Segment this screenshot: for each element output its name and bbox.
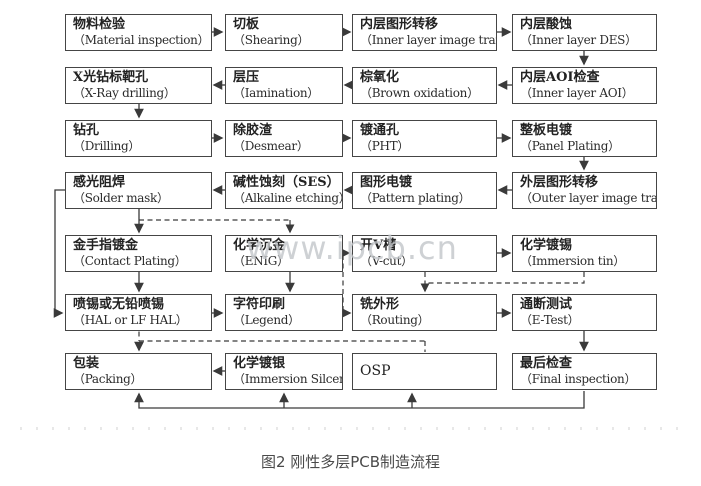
node-title-zh: 钻孔	[73, 123, 100, 138]
node-title-zh: 喷锡或无铅喷锡	[73, 297, 165, 312]
node-title-zh: 化学镀锡	[520, 238, 573, 253]
node-title-zh: 内层酸蚀	[520, 17, 573, 32]
node-title-zh: 化学沉金	[233, 238, 286, 253]
flow-node-outer-layer-image-transfer: 外层图形转移 （Outer layer image transfer）	[512, 172, 657, 209]
node-subtitle-en: （Immersion tin）	[520, 254, 625, 268]
node-subtitle-en: （Material inspection）	[73, 33, 210, 47]
flow-node-alkaline-etching: 碱性蚀刻（SES） （Alkaline etching）	[225, 172, 343, 209]
node-title-zh: 切板	[233, 17, 260, 32]
node-subtitle-en: （ENIG）	[233, 254, 289, 268]
flow-node-legend: 字符印刷 （Legend）	[225, 294, 343, 331]
node-title-zh: 图形电镀	[360, 175, 413, 190]
figure-caption: 图2 刚性多层PCB制造流程	[260, 453, 441, 471]
node-subtitle-en: （HAL or LF HAL）	[73, 313, 188, 327]
node-subtitle-en: （Iamination）	[233, 86, 320, 100]
node-title-zh: 碱性蚀刻（SES）	[233, 175, 340, 190]
flow-node-immersion-silver: 化学镀银 （Immersion Silcer）	[225, 353, 343, 390]
node-title-zh: 整板电镀	[520, 123, 573, 138]
node-subtitle-en: （Inner layer DES）	[520, 33, 637, 47]
node-title-zh: 除胶渣	[233, 123, 273, 138]
node-title-zh: OSP	[360, 362, 391, 379]
node-title-zh: 内层图形转移	[360, 17, 439, 32]
node-title-zh: 外层图形转移	[520, 175, 599, 190]
node-title-zh: 铣外形	[360, 297, 400, 312]
node-subtitle-en: （PHT）	[360, 139, 410, 153]
node-title-zh: 感光阻焊	[73, 175, 126, 190]
flow-node-pht: 镀通孔 （PHT）	[352, 120, 497, 157]
flow-node-e-test: 通断测试 （E-Test）	[512, 294, 657, 331]
flow-node-enig: 化学沉金 （ENIG）	[225, 235, 343, 272]
watermark-speckle-row	[20, 427, 680, 430]
node-subtitle-en: （Inner layer image transfer）	[360, 33, 496, 47]
node-subtitle-en: （Contact Plating）	[73, 254, 187, 268]
flow-node-final-inspection: 最后检查 （Final inspection）	[512, 353, 657, 390]
node-title-zh: 镀通孔	[360, 123, 400, 138]
node-subtitle-en: （Immersion Silcer）	[233, 372, 342, 386]
node-subtitle-en: （Shearing）	[233, 33, 310, 47]
flow-node-panel-plating: 整板电镀 （Panel Plating）	[512, 120, 657, 157]
node-subtitle-en: （V-cut）	[360, 254, 413, 268]
flow-node-inner-layer-image-transfer: 内层图形转移 （Inner layer image transfer）	[352, 14, 497, 51]
node-title-zh: X光钻标靶孔	[73, 70, 149, 85]
node-subtitle-en: （Inner layer AOI）	[520, 86, 634, 100]
flow-node-shearing: 切板 （Shearing）	[225, 14, 343, 51]
dashed-connectors	[138, 219, 585, 352]
node-title-zh: 棕氧化	[360, 70, 400, 85]
node-subtitle-en: （Drilling）	[73, 139, 141, 153]
node-subtitle-en: （Packing）	[73, 372, 143, 386]
flow-node-solder-mask: 感光阻焊 （Solder mask）	[65, 172, 212, 209]
node-title-zh: 开V槽	[360, 238, 397, 253]
flow-node-immersion-tin: 化学镀锡 （Immersion tin）	[512, 235, 657, 272]
flow-node-v-cut: 开V槽 （V-cut）	[352, 235, 497, 272]
node-title-zh: 最后检查	[520, 356, 573, 371]
node-subtitle-en: （E-Test）	[520, 313, 580, 327]
node-title-zh: 金手指镀金	[73, 238, 139, 253]
flow-node-lamination: 层压 （Iamination）	[225, 67, 343, 104]
flow-node-inner-layer-aoi: 内层AOI检查 （Inner layer AOI）	[512, 67, 657, 104]
node-title-zh: 包装	[73, 356, 100, 371]
flow-node-packing: 包装 （Packing）	[65, 353, 212, 390]
node-title-zh: 层压	[233, 70, 260, 85]
flow-node-contact-plating: 金手指镀金 （Contact Plating）	[65, 235, 212, 272]
flow-node-drilling: 钻孔 （Drilling）	[65, 120, 212, 157]
flow-node-material-inspection: 物料检验 （Material inspection）	[65, 14, 212, 51]
node-subtitle-en: （Legend）	[233, 313, 300, 327]
node-subtitle-en: （X-Ray drilling）	[73, 86, 176, 100]
flow-node-brown-oxidation: 棕氧化 （Brown oxidation）	[352, 67, 497, 104]
node-subtitle-en: （Solder mask）	[73, 191, 169, 205]
node-subtitle-en: （Outer layer image transfer）	[520, 191, 657, 205]
node-title-zh: 物料检验	[73, 17, 126, 32]
node-subtitle-en: （Brown oxidation）	[360, 86, 479, 100]
flow-node-pattern-plating: 图形电镀 （Pattern plating）	[352, 172, 497, 209]
flow-node-hal: 喷锡或无铅喷锡 （HAL or LF HAL）	[65, 294, 212, 331]
node-subtitle-en: （Panel Plating）	[520, 139, 620, 153]
flow-node-routing: 铣外形 （Routing）	[352, 294, 497, 331]
node-subtitle-en: （Alkaline etching）	[233, 191, 343, 205]
node-subtitle-en: （Routing）	[360, 313, 430, 327]
node-subtitle-en: （Pattern plating）	[360, 191, 471, 205]
node-title-zh: 字符印刷	[233, 297, 286, 312]
node-subtitle-en: （Desmear）	[233, 139, 309, 153]
flow-node-inner-layer-des: 内层酸蚀 （Inner layer DES）	[512, 14, 657, 51]
flow-node-osp: OSP	[352, 353, 497, 390]
node-title-zh: 内层AOI检查	[520, 70, 600, 85]
flow-node-desmear: 除胶渣 （Desmear）	[225, 120, 343, 157]
solid-connectors	[53, 27, 589, 409]
node-title-zh: 通断测试	[520, 297, 573, 312]
node-title-zh: 化学镀银	[233, 356, 286, 371]
flow-node-xray-drilling: X光钻标靶孔 （X-Ray drilling）	[65, 67, 212, 104]
node-subtitle-en: （Final inspection）	[520, 372, 637, 386]
